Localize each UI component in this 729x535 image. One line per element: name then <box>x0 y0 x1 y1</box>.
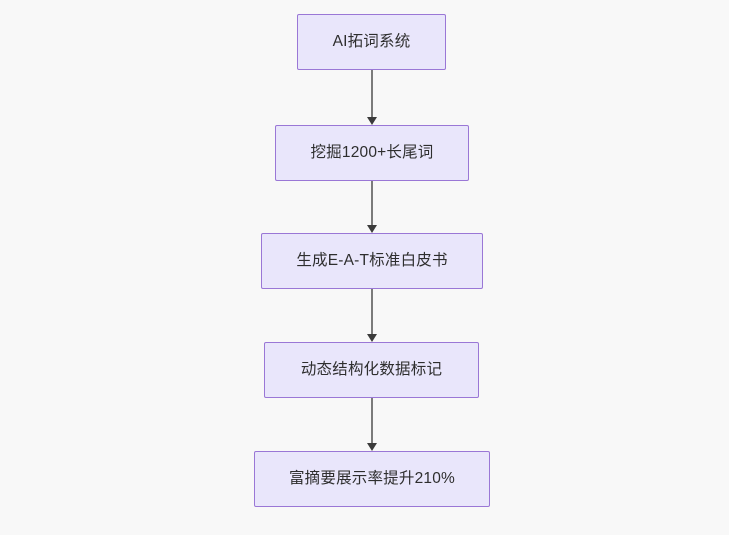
flow-node-1[interactable]: AI拓词系统 <box>297 14 446 70</box>
arrowhead-icon <box>366 442 377 451</box>
arrowhead-icon <box>366 333 377 342</box>
flow-node-label: 动态结构化数据标记 <box>300 361 443 379</box>
arrowhead-icon <box>366 224 377 233</box>
flow-node-label: AI拓词系统 <box>332 33 411 51</box>
arrowhead-icon <box>366 116 377 125</box>
flow-node-label: 富摘要展示率提升210% <box>288 470 456 488</box>
flow-node-5[interactable]: 富摘要展示率提升210% <box>254 451 490 507</box>
flow-node-label: 挖掘1200+长尾词 <box>310 144 434 162</box>
edge-line <box>371 70 373 118</box>
edge-line <box>371 289 373 335</box>
edge-node3-to-node4 <box>366 289 377 342</box>
flow-node-4[interactable]: 动态结构化数据标记 <box>264 342 479 398</box>
edge-node2-to-node3 <box>366 181 377 233</box>
flow-node-label: 生成E-A-T标准白皮书 <box>296 252 448 270</box>
edge-line <box>371 181 373 226</box>
edge-node1-to-node2 <box>366 70 377 125</box>
edge-node4-to-node5 <box>366 398 377 451</box>
edge-line <box>371 398 373 444</box>
flow-node-2[interactable]: 挖掘1200+长尾词 <box>275 125 469 181</box>
flow-node-3[interactable]: 生成E-A-T标准白皮书 <box>261 233 483 289</box>
